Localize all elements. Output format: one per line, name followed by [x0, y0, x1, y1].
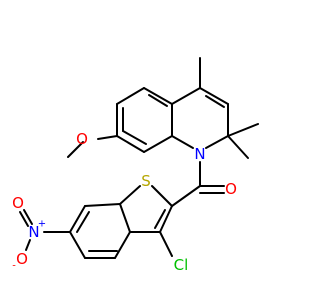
nitro-nitrogen-label: N: [28, 223, 39, 241]
bond: [171, 135, 194, 149]
nitro-oxygen-bottom-charge: -: [12, 261, 16, 272]
bond: [122, 130, 147, 145]
bond: [116, 135, 145, 153]
methoxy-oxygen-label: O: [76, 130, 88, 148]
bond: [119, 185, 141, 205]
bond: [114, 231, 131, 259]
carbonyl-oxygen-label: O: [225, 180, 237, 198]
bond: [119, 203, 131, 233]
bond: [148, 94, 168, 107]
bond: [67, 141, 84, 158]
bond: [23, 209, 33, 225]
chemical-structure-drawing: O N S O Cl N + O O -: [12, 57, 259, 274]
sulfur-label: S: [141, 172, 151, 190]
bond: [159, 231, 173, 257]
bond: [84, 203, 121, 207]
bond: [19, 211, 29, 227]
bond: [76, 211, 90, 233]
atom-labels: O N S O Cl N + O O -: [12, 130, 237, 274]
bond: [97, 135, 118, 140]
bond: [171, 87, 201, 105]
nitro-oxygen-top-label: O: [12, 194, 24, 212]
bond: [171, 185, 201, 207]
ring-nitrogen-label: N: [194, 145, 205, 163]
nitro-nitrogen-charge: +: [38, 219, 46, 230]
chlorine-label: Cl: [174, 256, 189, 274]
bond: [199, 87, 229, 105]
bond: [205, 95, 225, 108]
nitro-oxygen-bottom-label: O: [16, 250, 28, 268]
bond: [116, 87, 145, 105]
bond: [69, 205, 86, 233]
bond: [25, 239, 31, 251]
bond: [227, 135, 249, 159]
bond: [143, 135, 173, 153]
bond: [151, 185, 173, 207]
bond: [205, 135, 229, 149]
bond: [154, 209, 166, 229]
bond: [159, 205, 173, 233]
bond: [143, 87, 173, 105]
bond: [227, 123, 259, 137]
bonds: [19, 57, 259, 259]
bond: [69, 231, 86, 259]
